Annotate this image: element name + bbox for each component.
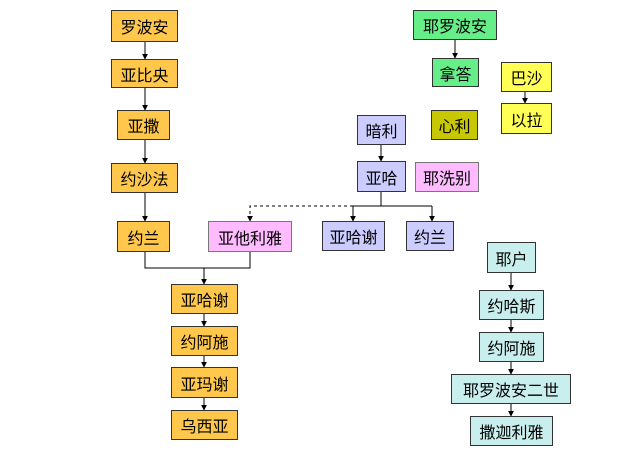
node-jehoshaphat: 约沙法 xyxy=(111,163,178,193)
node-amaziah: 亚玛谢 xyxy=(171,367,238,398)
node-elah: 以拉 xyxy=(501,103,552,134)
node-joash-israel: 约阿施 xyxy=(479,332,544,362)
node-jeroboam: 耶罗波安 xyxy=(413,10,497,40)
node-zimri: 心利 xyxy=(431,110,478,140)
node-joram-judah: 约兰 xyxy=(117,221,170,252)
node-rehoboam: 罗波安 xyxy=(111,10,178,42)
line-joram-athaliah-join xyxy=(144,252,251,269)
node-asa: 亚撒 xyxy=(117,110,170,140)
node-jeroboam-ii: 耶罗波安二世 xyxy=(451,374,571,404)
node-abijah: 亚比央 xyxy=(111,59,178,88)
node-joash-judah: 约阿施 xyxy=(171,326,238,356)
node-jehoahaz: 约哈斯 xyxy=(479,290,544,320)
node-zechariah: 撒迦利雅 xyxy=(470,416,553,446)
node-omri: 暗利 xyxy=(357,115,406,145)
node-athaliah: 亚他利雅 xyxy=(208,221,292,252)
node-jezebel: 耶洗别 xyxy=(415,162,479,192)
node-uzziah: 乌西亚 xyxy=(171,410,238,440)
node-nadab: 拿答 xyxy=(432,58,479,87)
node-ahab: 亚哈 xyxy=(357,161,406,192)
dashed-line-athaliah xyxy=(247,205,353,222)
node-jehu: 耶户 xyxy=(487,242,536,273)
node-baasha: 巴沙 xyxy=(501,62,552,92)
node-ahaziah-judah: 亚哈谢 xyxy=(171,284,238,314)
node-ahaziah-israel: 亚哈谢 xyxy=(322,221,385,251)
node-joram-israel: 约兰 xyxy=(406,221,454,251)
